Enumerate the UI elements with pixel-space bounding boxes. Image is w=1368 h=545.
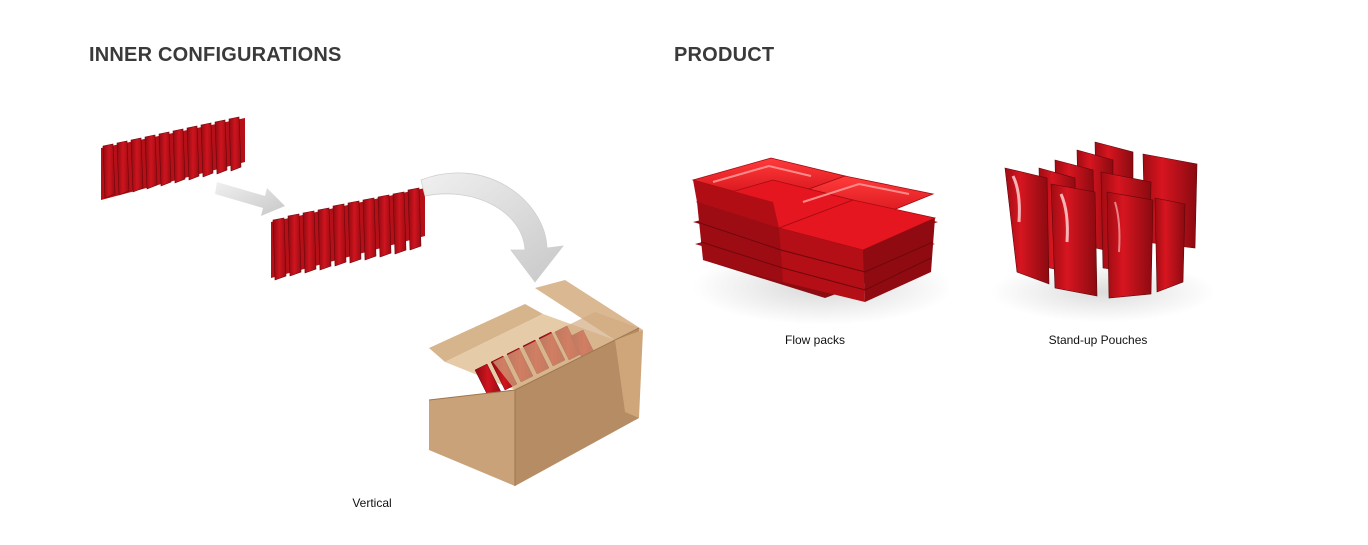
vertical-configuration-illustration — [95, 100, 655, 490]
product-heading: PRODUCT — [674, 44, 775, 66]
caption-vertical: Vertical — [352, 496, 392, 510]
cardboard-box — [428, 280, 643, 486]
pouch-row-middle — [271, 187, 425, 281]
stand-up-pouches-image — [983, 132, 1223, 327]
arrow-down-right-icon — [215, 182, 285, 216]
pouch-row-top — [101, 116, 245, 200]
flow-pack-stack — [691, 157, 938, 302]
curved-arrow-icon — [420, 172, 564, 283]
inner-configurations-heading: INNER CONFIGURATIONS — [89, 44, 342, 66]
caption-flow-packs: Flow packs — [784, 333, 846, 347]
flow-packs-image — [683, 132, 949, 327]
stand-up-pouch-group — [1004, 141, 1198, 299]
caption-stand-up-pouches: Stand-up Pouches — [1048, 333, 1148, 347]
